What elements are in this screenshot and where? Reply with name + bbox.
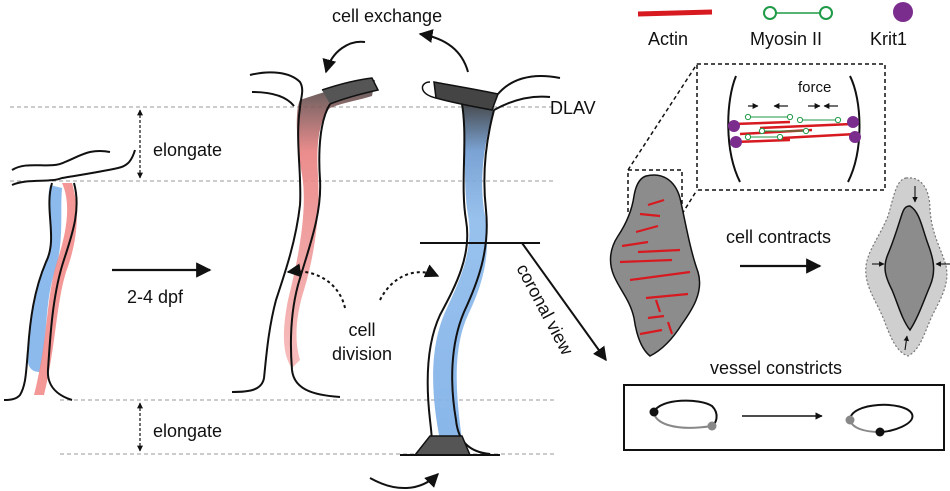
legend-krit1: Krit1	[870, 29, 907, 49]
coronal-arrow	[521, 242, 607, 362]
vessel-constricts-label: vessel constricts	[710, 358, 842, 378]
exchanging-cell	[283, 80, 375, 368]
rotation-arrow	[369, 473, 439, 490]
vessel-before	[649, 399, 718, 431]
vessel-after	[845, 403, 914, 437]
krit1-swatch	[893, 2, 913, 22]
elongate-top-label: elongate	[153, 140, 222, 160]
legend-actin: Actin	[648, 29, 688, 49]
blue-cell	[27, 185, 62, 372]
legend-myosin: Myosin II	[750, 29, 822, 49]
red-cell	[34, 183, 77, 395]
vessel-early	[3, 149, 136, 401]
contracted-cell	[865, 177, 950, 357]
myosin-swatch	[763, 6, 833, 20]
vessel-late	[400, 74, 561, 456]
cell-division-label-1: cell	[348, 320, 375, 340]
division-arrow-left	[286, 263, 346, 309]
timespan-label: 2-4 dpf	[127, 287, 184, 307]
cell-contracts-label: cell contracts	[726, 227, 831, 247]
exchange-arrow-right	[418, 29, 469, 73]
endothelial-cell	[609, 174, 701, 357]
cell-exchange-label: cell exchange	[332, 6, 442, 26]
division-arrow-right	[379, 264, 440, 301]
elongate-bottom-label: elongate	[153, 421, 222, 441]
zoom-box	[696, 63, 886, 191]
exchange-arrow-left	[322, 40, 366, 74]
constrict-box	[623, 384, 945, 451]
guide-lines	[10, 106, 555, 455]
legend: Actin Myosin II Krit1	[637, 2, 913, 49]
force-label: force	[798, 79, 831, 96]
actin-swatch	[637, 9, 713, 17]
dlav-label: DLAV	[550, 98, 596, 118]
vessel-middle	[231, 71, 380, 398]
zoomed-cell: force	[727, 75, 861, 183]
blue-cell-long	[433, 100, 494, 440]
cell-division-label-2: division	[332, 344, 392, 364]
